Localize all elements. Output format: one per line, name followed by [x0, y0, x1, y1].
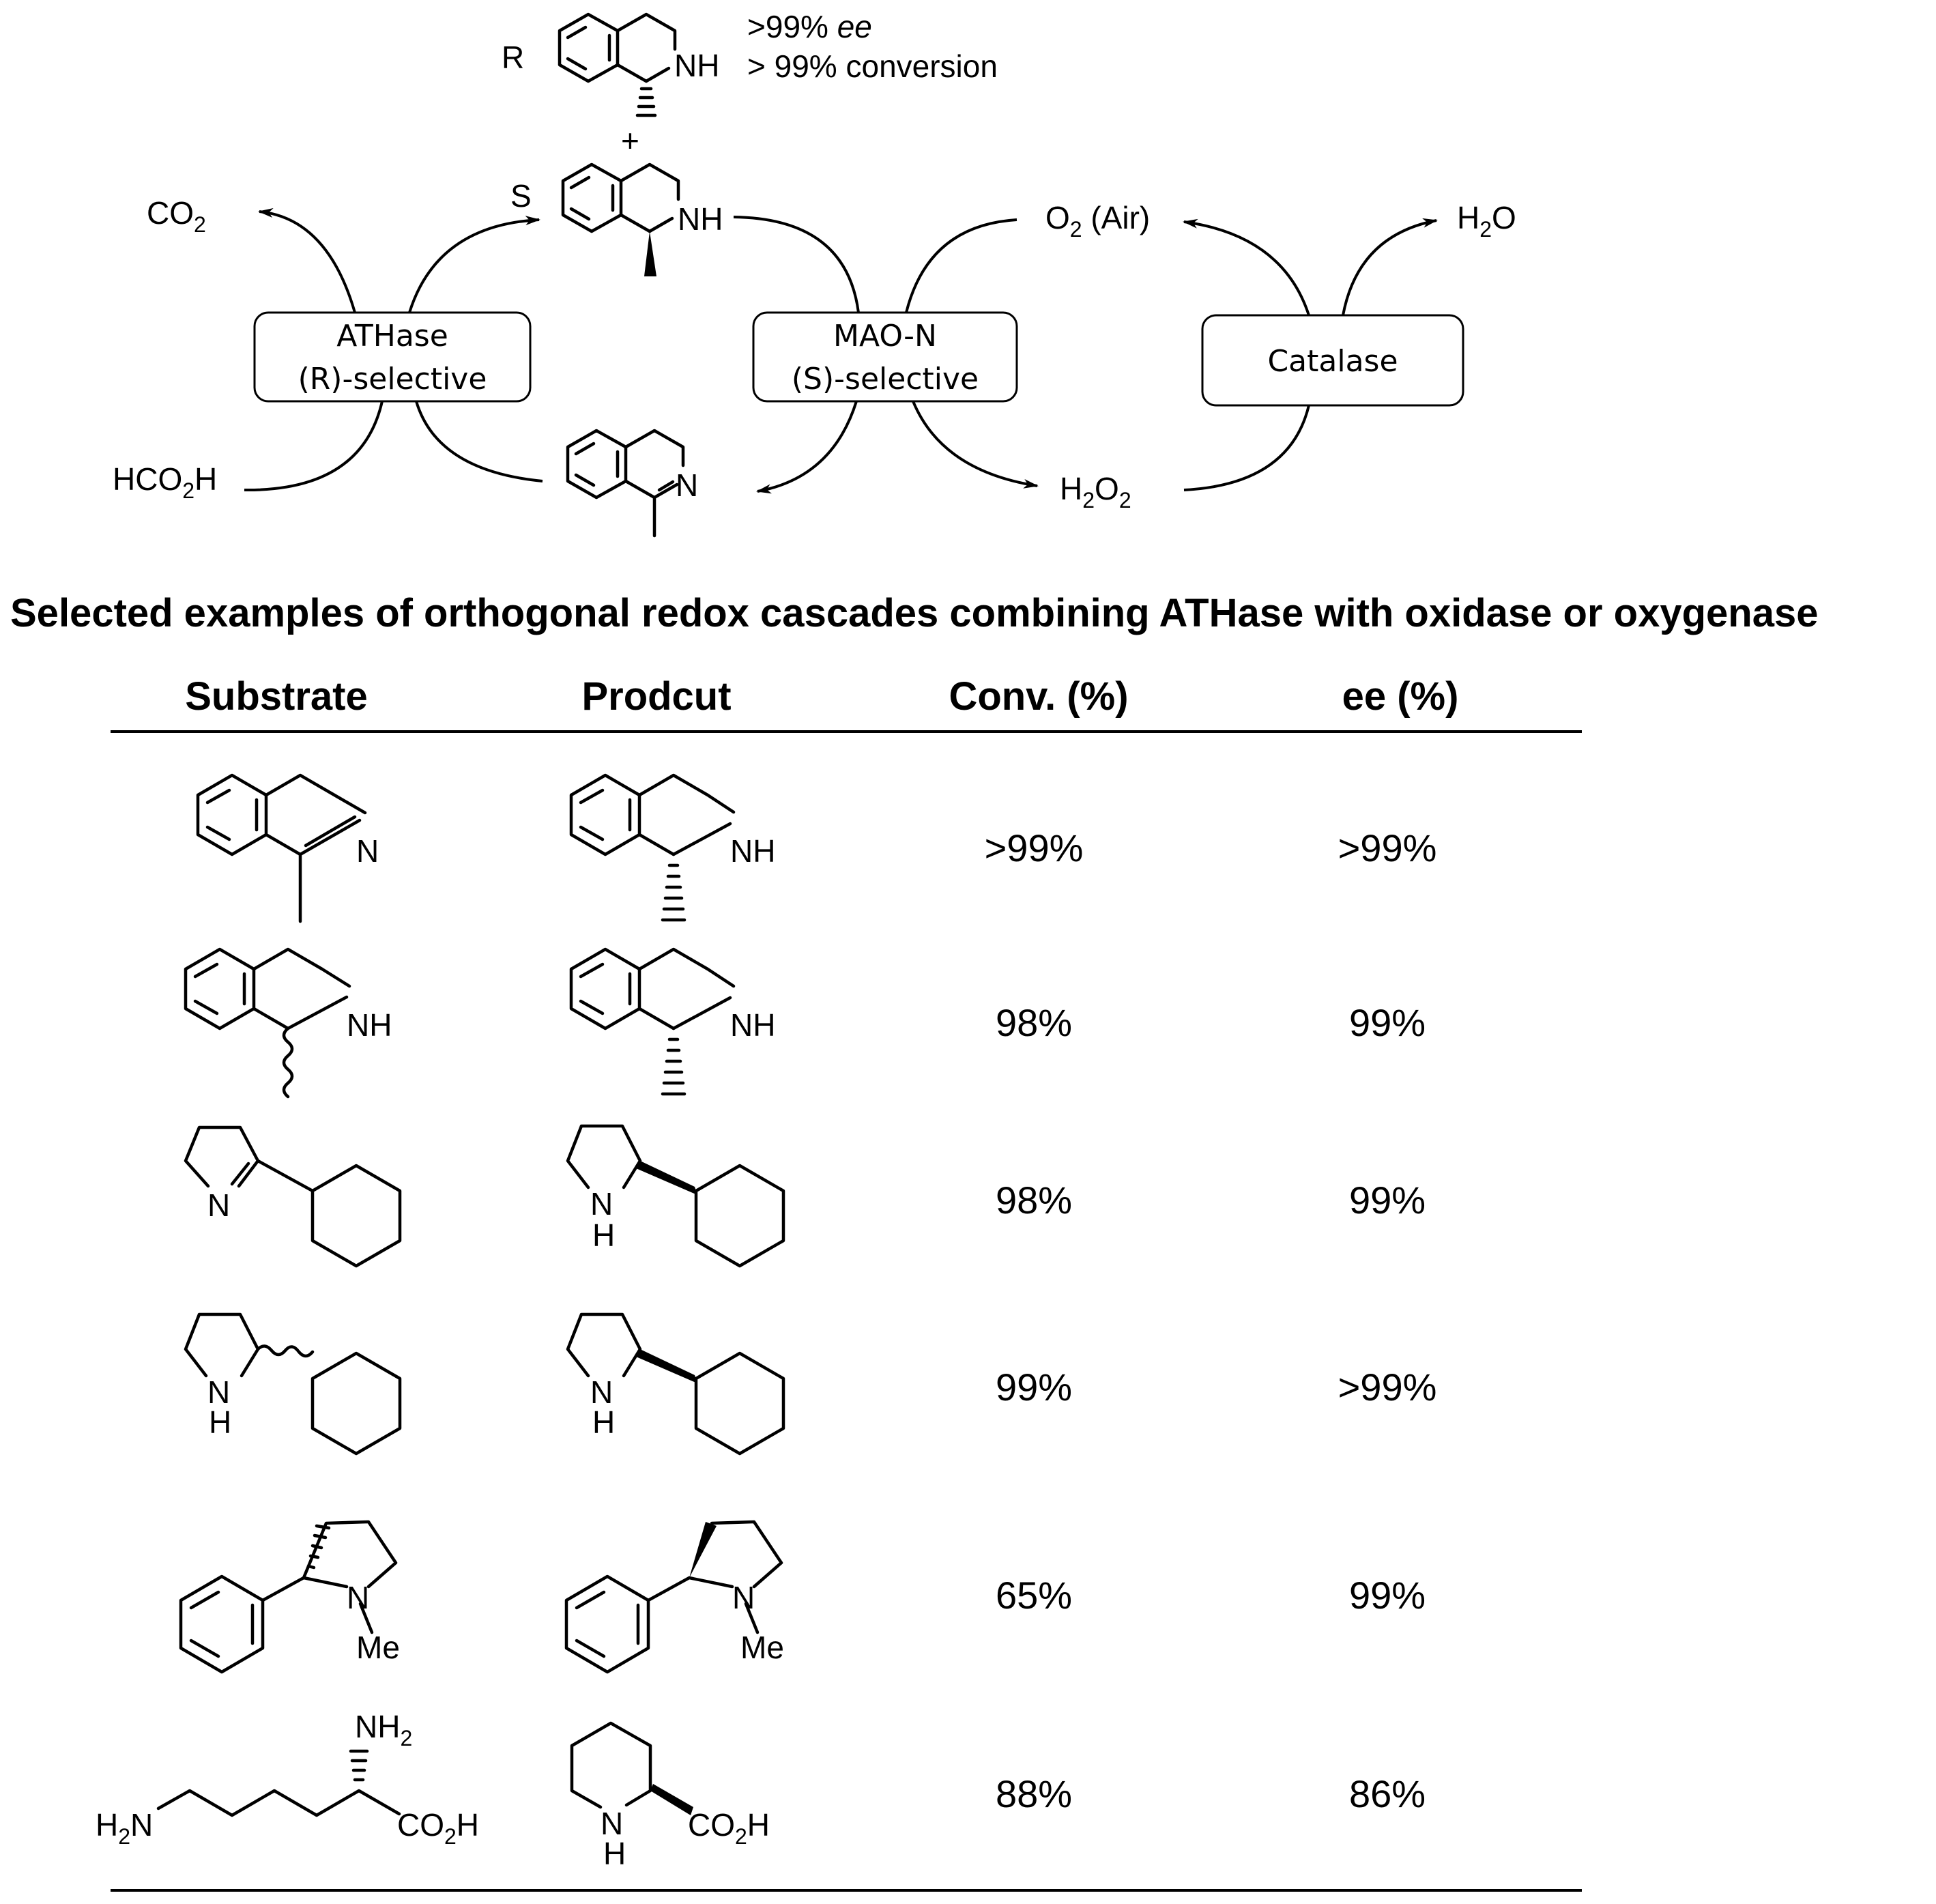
arc-oxygen-to-mao-n	[905, 218, 1017, 313]
s-enantiomer-label: S	[510, 178, 532, 214]
catalase-label: Catalase	[1267, 344, 1398, 379]
co2-label: CO2	[147, 195, 206, 237]
row1-substrate-structure	[196, 773, 367, 923]
wedge-methyl	[644, 231, 656, 276]
row5-substrate-me: Me	[356, 1630, 400, 1665]
header-product: Prodcut	[581, 674, 731, 719]
row3-conversion: 98%	[996, 1179, 1072, 1222]
reaction-scheme: R NH >99% ee > 99% conversion + S	[113, 9, 1516, 538]
water-label: H2O	[1457, 200, 1516, 242]
row6-ee: 86%	[1349, 1772, 1426, 1815]
oxygen-label: O2 (Air)	[1045, 200, 1150, 242]
s-nh-label: NH	[678, 201, 723, 237]
row4-substrate-n: N	[207, 1374, 230, 1410]
arc-catalase-to-oxygen	[1183, 218, 1310, 316]
r-conversion-text: > 99% conversion	[747, 48, 998, 84]
row1-substrate-n: N	[356, 833, 379, 869]
row6-substrate-structure	[156, 1749, 401, 1817]
row2-ee: 99%	[1349, 1001, 1426, 1044]
row5-substrate-n: N	[347, 1580, 369, 1615]
row6-product-co2h: CO2H	[688, 1807, 770, 1849]
row1-product-structure	[569, 773, 736, 922]
row1-ee: >99%	[1338, 826, 1437, 869]
arc-mao-n-to-imine	[756, 401, 858, 494]
row4-substrate-structure	[184, 1312, 402, 1456]
arc-formic-acid-to-athase	[244, 401, 384, 492]
results-table: Substrate Prodcut Conv. (%) ee (%) >99% …	[96, 674, 1582, 1892]
row6-product-n: N	[601, 1806, 623, 1841]
row2-conversion: 98%	[996, 1001, 1072, 1044]
athase-selectivity-label: (R)-selective	[298, 362, 487, 396]
row4-product-h: H	[592, 1404, 615, 1440]
row2-substrate-structure	[184, 947, 351, 1099]
mao-n-box: MAO-N (S)-selective	[752, 311, 1018, 403]
arc-athase-to-s-amine	[408, 216, 540, 313]
row3-product-n: N	[590, 1186, 613, 1222]
row4-product-n: N	[590, 1374, 613, 1410]
figure-title: Selected examples of orthogonal redox ca…	[10, 591, 1818, 635]
arc-s-amine-to-mao-n	[733, 216, 860, 313]
header-substrate: Substrate	[185, 674, 368, 719]
row6-product-h: H	[603, 1836, 626, 1871]
row5-product-n: N	[732, 1580, 755, 1615]
hashed-methyl	[635, 87, 657, 117]
mao-n-selectivity-label: (S)-selective	[792, 362, 979, 396]
r-ee-text: >99% ee	[747, 9, 872, 44]
athase-box: ATHase (R)-selective	[253, 311, 532, 403]
row5-conversion: 65%	[996, 1574, 1072, 1617]
mao-n-label: MAO-N	[833, 319, 937, 354]
row2-product-nh: NH	[730, 1007, 775, 1043]
catalase-box: Catalase	[1201, 314, 1464, 407]
row4-substrate-h: H	[209, 1404, 231, 1440]
hydrogen-peroxide-label: H2O2	[1060, 471, 1131, 513]
arc-h2o2-to-catalase	[1183, 405, 1310, 491]
arc-catalase-to-water	[1342, 218, 1438, 316]
arc-mao-n-to-h2o2	[912, 401, 1039, 489]
row6-product-structure	[570, 1721, 693, 1815]
row1-conversion: >99%	[985, 826, 1084, 869]
row4-conversion: 99%	[996, 1366, 1072, 1409]
row6-substrate-nh2: NH2	[355, 1709, 412, 1750]
row4-ee: >99%	[1338, 1366, 1437, 1409]
row3-substrate-structure	[184, 1125, 402, 1268]
row6-substrate-co2h: CO2H	[397, 1807, 479, 1849]
row5-substrate-structure	[179, 1520, 398, 1674]
row5-product-me: Me	[740, 1630, 784, 1665]
formic-acid-label: HCO2H	[113, 461, 217, 503]
r-nh-label: NH	[674, 48, 719, 83]
row5-product-structure	[564, 1520, 783, 1674]
row4-product-structure	[566, 1312, 785, 1456]
row1-product-nh: NH	[730, 833, 775, 869]
row2-product-structure	[569, 947, 736, 1096]
row2-substrate-nh: NH	[347, 1007, 392, 1043]
header-conversion: Conv. (%)	[949, 674, 1128, 719]
row3-product-structure	[566, 1124, 785, 1268]
row3-ee: 99%	[1349, 1179, 1426, 1222]
r-tetrahydroisoquinoline	[558, 12, 677, 117]
row3-product-h: H	[592, 1217, 615, 1253]
row6-substrate-h2n: H2N	[96, 1807, 153, 1849]
dihydroisoquinoline-imine	[566, 429, 685, 538]
athase-label: ATHase	[336, 319, 448, 354]
header-ee: ee (%)	[1342, 674, 1459, 719]
row3-substrate-n: N	[207, 1187, 230, 1223]
row6-conversion: 88%	[996, 1772, 1072, 1815]
arc-imine-to-athase	[415, 401, 543, 482]
plus-sign: +	[621, 123, 639, 158]
row5-ee: 99%	[1349, 1574, 1426, 1617]
imine-n-label: N	[676, 467, 698, 503]
r-enantiomer-label: R	[502, 40, 524, 75]
arc-athase-to-co2	[258, 208, 356, 313]
s-tetrahydroisoquinoline	[561, 162, 680, 276]
